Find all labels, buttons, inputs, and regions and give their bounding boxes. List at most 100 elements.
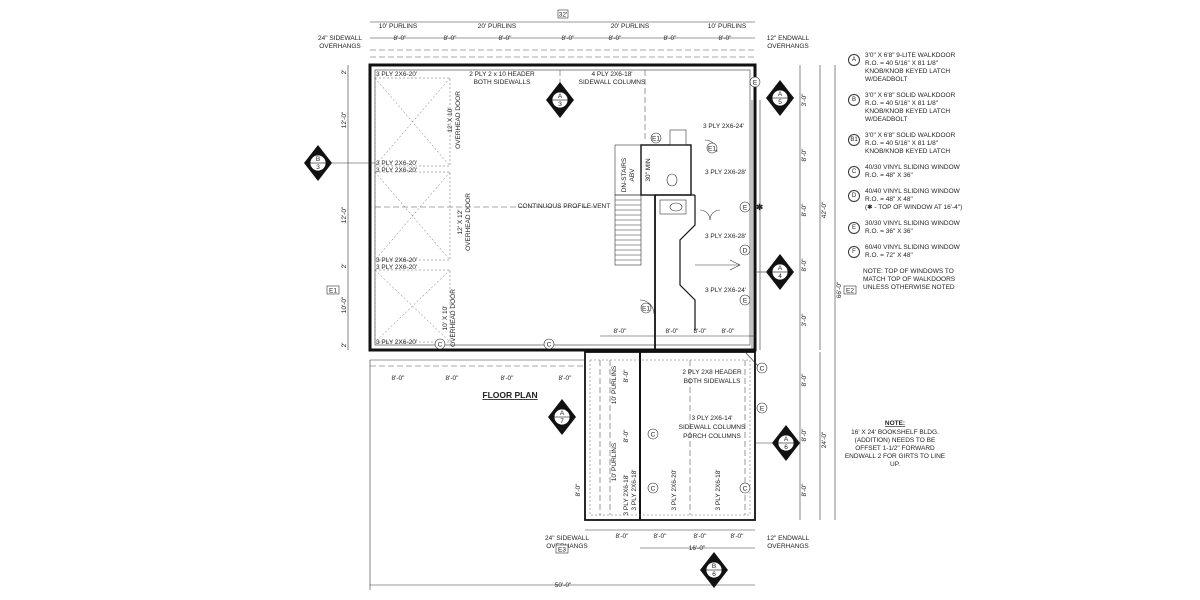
door-tag[interactable]: E [756, 402, 768, 414]
door-tag[interactable]: C [434, 338, 446, 350]
section-marker[interactable]: A 5 [766, 80, 794, 116]
overhead-door-label: OVERHEAD DOOR [455, 91, 462, 149]
purlin-label: 10' PURLINS [379, 23, 418, 30]
legend-line: R.O. = 40 5/16" X 81 1/8" [865, 100, 939, 107]
purlin-label: 10' PURLINS [611, 442, 618, 481]
section-marker[interactable]: A 3 [546, 82, 574, 118]
column-callout: SIDEWALL COLUMNS [579, 79, 646, 86]
left-dim: 10'-0" [341, 296, 348, 313]
legend-line: KNOB/KNOB KEYED LATCH [865, 68, 951, 75]
section-marker[interactable]: A 6 [772, 425, 800, 461]
svg-text:E: E [743, 204, 748, 211]
legend-key: D [848, 190, 860, 202]
grid-tag: E1 [329, 288, 337, 295]
section-marker[interactable]: B 3 [304, 145, 332, 181]
svg-text:C: C [438, 341, 443, 348]
marker-sheet: 3 [558, 101, 562, 108]
stair-label: ABV [629, 168, 636, 182]
right-total-dim: 24'-0" [821, 431, 828, 448]
header-callout: 2 PLY 2X8 HEADER [682, 369, 742, 376]
mid-dim: 8'-0" [614, 328, 628, 335]
door-tag[interactable]: C [739, 482, 751, 494]
legend-line: 40/30 VINYL SLIDING WINDOW [865, 164, 960, 171]
addition-dim: 8'-0" [575, 483, 582, 497]
svg-text:C: C [651, 431, 656, 438]
bay-dim: 8'-0" [394, 35, 408, 42]
legend-key: B [848, 94, 860, 106]
legend-line: (✱ - TOP OF WINDOW AT 16'-4") [865, 204, 963, 211]
svg-text:C: C [760, 365, 765, 372]
left-column-label: 3 PLY 2X6-20' [376, 264, 417, 271]
addition-dim: 8'-0" [623, 369, 630, 383]
wall-label: 30" MIN [645, 158, 652, 182]
endwall-overhang-callout: 12" ENDWALL [767, 35, 810, 42]
overhead-door-label: 12' X 12' [457, 210, 464, 235]
svg-text:C: C [651, 485, 656, 492]
bottom-dim: 8'-0" [731, 533, 745, 540]
left-column-label: 3 PLY 2X6-20' [376, 160, 417, 167]
note-title: NOTE: [885, 420, 905, 427]
overall-dim-top: 32' [559, 12, 567, 19]
right-dim: 8'-0" [801, 428, 808, 442]
bay-dim: 8'-0" [719, 35, 733, 42]
legend-line: R.O. = 48" X 48" [865, 196, 913, 203]
door-tag[interactable]: E [739, 294, 751, 306]
header-callout: BOTH SIDEWALLS [474, 79, 531, 86]
section-marker[interactable]: A 4 [766, 254, 794, 290]
left-column-label: 3 PLY 2X6-20' [376, 339, 417, 346]
addition-building [370, 351, 761, 521]
top-dimensions: 32' 10' PURLINS 20' PURLINS 20' PURLINS … [370, 9, 755, 58]
overhead-door-label: 12' X 10' [447, 108, 454, 133]
marker-sheet: 6 [784, 444, 788, 451]
door-tag[interactable]: C [647, 428, 659, 440]
overhead-door-label: OVERHEAD DOOR [465, 193, 472, 251]
columns-callout: SIDEWALL COLUMNS [679, 424, 746, 431]
legend-line: KNOB/KNOB KEYED LATCH [865, 148, 951, 155]
left-dim: 2' [341, 343, 348, 348]
sidewall-overhang-callout: OVERHANGS [319, 43, 361, 50]
right-dim: 3'-0" [801, 313, 808, 327]
svg-text:E: E [743, 297, 748, 304]
section-marker[interactable]: B 6 [700, 552, 728, 588]
endwall-overhang-callout: OVERHANGS [767, 43, 809, 50]
door-tag[interactable]: C [543, 338, 555, 350]
sidewall-overhang-callout: 24" SIDEWALL [318, 35, 362, 42]
bay-dim: 8'-0" [562, 35, 576, 42]
mid-dim: 8'-0" [666, 328, 680, 335]
legend-row: D 40/40 VINYL SLIDING WINDOW R.O. = 48" … [848, 188, 978, 212]
legend-note-line: UNLESS OTHERWISE NOTED [863, 284, 955, 291]
right-dim: 8'-0" [801, 203, 808, 217]
door-tag[interactable]: C [756, 362, 768, 374]
endwall-overhang-callout: 12" ENDWALL [767, 535, 810, 542]
legend-line: 60/40 VINYL SLIDING WINDOW [865, 244, 960, 251]
marker-sheet: 4 [778, 273, 782, 280]
door-tag[interactable]: E [749, 76, 761, 88]
legend-line: R.O. = 48" X 36" [865, 172, 913, 179]
legend-key: C [848, 166, 860, 178]
svg-text:E1: E1 [708, 145, 716, 152]
marker-sheet: 3 [316, 164, 320, 171]
door-tag[interactable]: C [647, 482, 659, 494]
door-tag[interactable]: E1 [640, 302, 652, 314]
left-dim: 12'-0" [341, 111, 348, 128]
door-tag[interactable]: E1 [706, 142, 718, 154]
lower-dim: 8'-0" [446, 375, 460, 382]
section-marker[interactable]: A 7 [548, 399, 576, 435]
legend-line: W/DEADBOLT [865, 76, 908, 83]
sidewall-overhang-callout: 24" SIDEWALL [545, 535, 589, 542]
main-building [368, 63, 757, 352]
marker-id: A [558, 93, 563, 100]
left-dim: 2' [341, 264, 348, 269]
marker-id: A [560, 410, 565, 417]
endwall-overhang-callout: OVERHANGS [767, 543, 809, 550]
door-tag[interactable]: E [739, 201, 751, 213]
door-tag[interactable]: D [739, 244, 751, 256]
door-tag[interactable]: E1 [650, 132, 662, 144]
legend-key: A [848, 54, 860, 66]
right-column-label: 3 PLY 2X6-24' [703, 123, 744, 130]
bay-dim: 8'-0" [444, 35, 458, 42]
note-line: ENDWALL 2 FOR GIRTS TO LINE [845, 453, 946, 460]
legend-line: 40/40 VINYL SLIDING WINDOW [865, 188, 960, 195]
legend-line: 3'0" X 6'8" 9-LITE WALKDOOR [865, 52, 956, 59]
svg-text:C: C [743, 485, 748, 492]
